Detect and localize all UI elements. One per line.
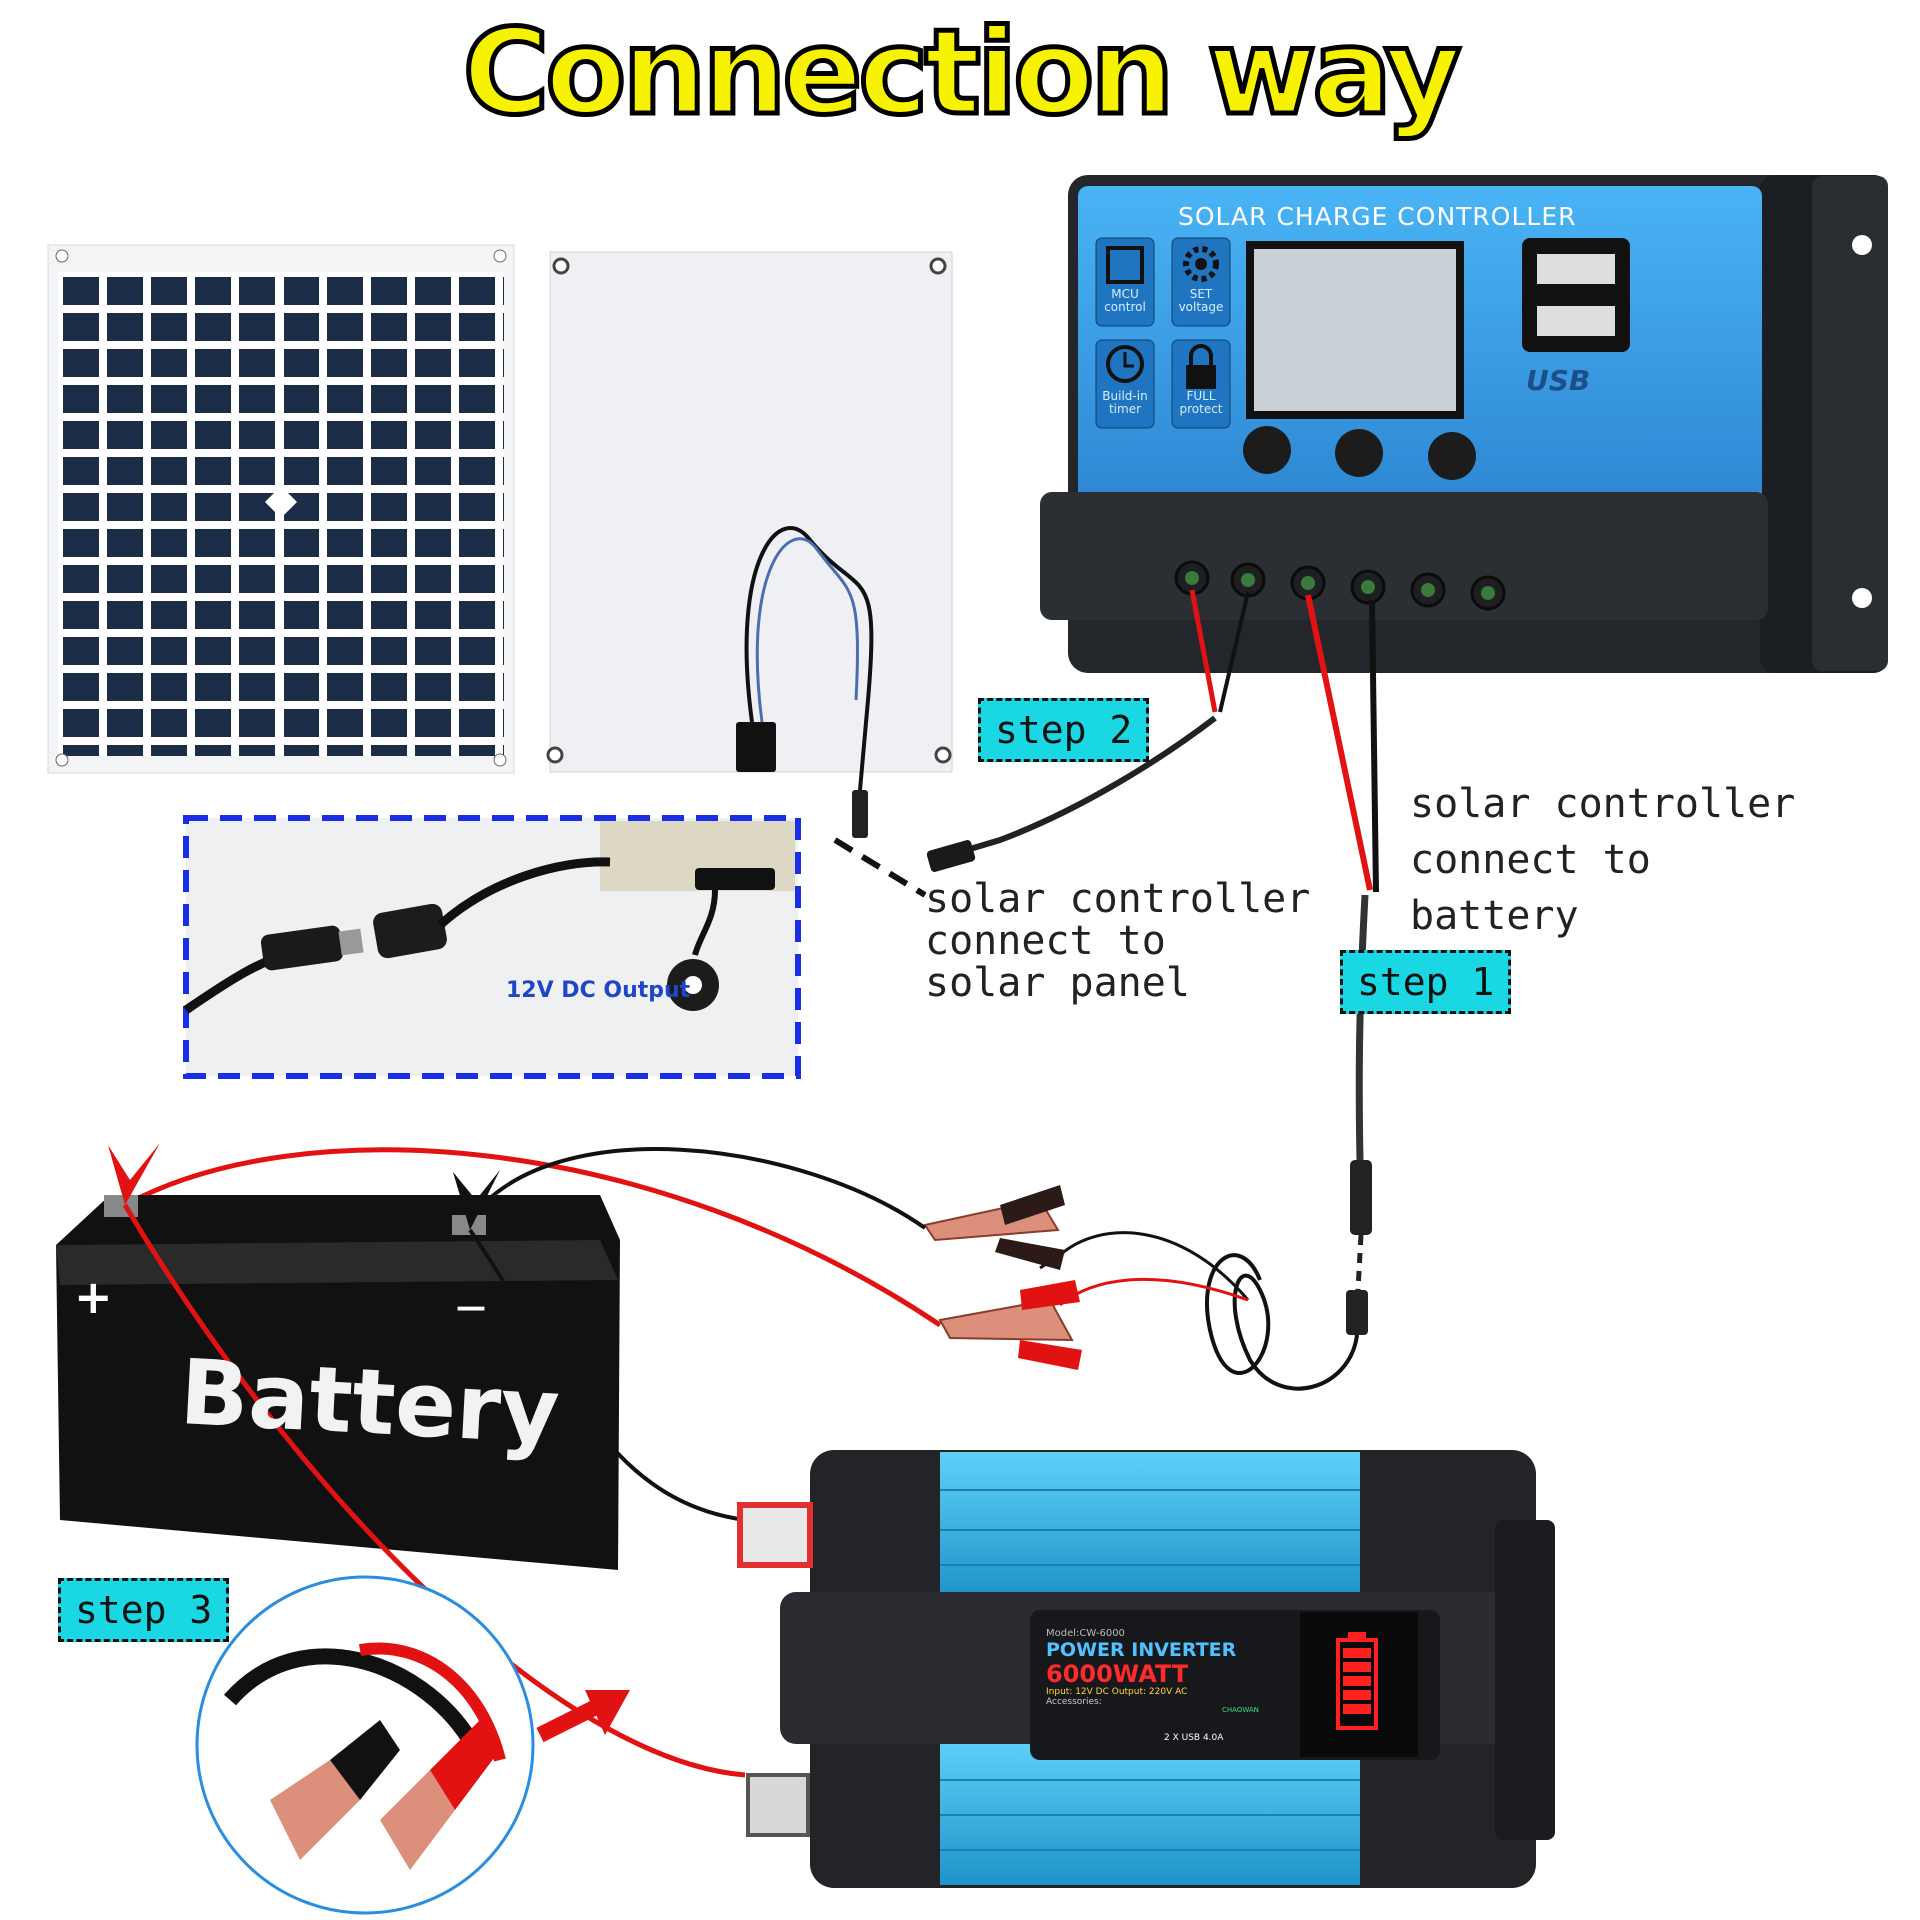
step-2-label: step 2 [978, 698, 1150, 762]
dc-output-label: 12V DC Output [506, 978, 691, 1003]
battery-to-inverter-black [468, 1228, 746, 1522]
inverter-positive-terminal [737, 1502, 813, 1568]
lcd-screen [1246, 241, 1464, 419]
inverter-negative-terminal [746, 1773, 810, 1837]
controller-label: SOLAR CHARGE CONTROLLER [1178, 202, 1577, 231]
note-controller-to-battery: solar controller connect to battery [1410, 781, 1796, 939]
inverter-line2: 6000WATT [1046, 1660, 1189, 1688]
usb-label: USB [1526, 364, 1591, 397]
junction-box [736, 722, 776, 772]
arrow-icon [585, 1690, 630, 1735]
inverter-model: Model:CW-6000 [1046, 1628, 1125, 1639]
battery-red-wire [1305, 594, 1373, 891]
solar-panel-front [47, 244, 515, 774]
page-title: Connection way [460, 3, 1464, 141]
inverter-usb-spec: 2 X USB 4.0A [1164, 1733, 1224, 1743]
battery-minus-label: — [456, 1290, 486, 1325]
inverter-brand: CHAOWAN [1222, 1706, 1259, 1714]
note-controller-to-panel: solar controller connect to solar panel [925, 876, 1311, 1006]
inverter-line1: POWER INVERTER [1046, 1639, 1237, 1661]
chip-icon [1106, 246, 1144, 284]
battery-plus-label: + [74, 1270, 113, 1324]
battery-black-wire [1369, 599, 1379, 893]
step-1-label: step 1 [1340, 950, 1512, 1014]
dc-output-inset [183, 815, 801, 1079]
step-3-label: step 3 [58, 1578, 230, 1642]
inverter-spec: Input: 12V DC Output: 220V AC [1046, 1687, 1188, 1697]
controller-button-menu[interactable] [1243, 426, 1291, 474]
lock-icon [1186, 344, 1216, 389]
panel-extension-cable [959, 715, 1217, 855]
inverter-accessories: Accessories: [1046, 1697, 1102, 1707]
black-clip-on-battery [453, 1170, 500, 1230]
controller-button-down[interactable] [1428, 432, 1476, 480]
inverter-label-panel: Model:CW-6000 POWER INVERTER 6000WATT In… [1046, 1628, 1286, 1743]
battery [56, 1195, 620, 1570]
red-clip-on-battery [108, 1143, 160, 1205]
solar-panel-back [546, 251, 953, 838]
clips-inset-circle [195, 1575, 535, 1915]
gear-icon [1183, 246, 1219, 282]
clip-pair-middle [923, 1185, 1082, 1370]
power-inverter [737, 1450, 1555, 1888]
battery-label: Battery [177, 1340, 562, 1465]
battery-level-display [1336, 1632, 1378, 1730]
clock-icon [1106, 345, 1144, 383]
solar-charge-controller [1040, 175, 1888, 673]
dashed-connection-line [833, 837, 927, 898]
controller-button-up[interactable] [1335, 429, 1383, 477]
